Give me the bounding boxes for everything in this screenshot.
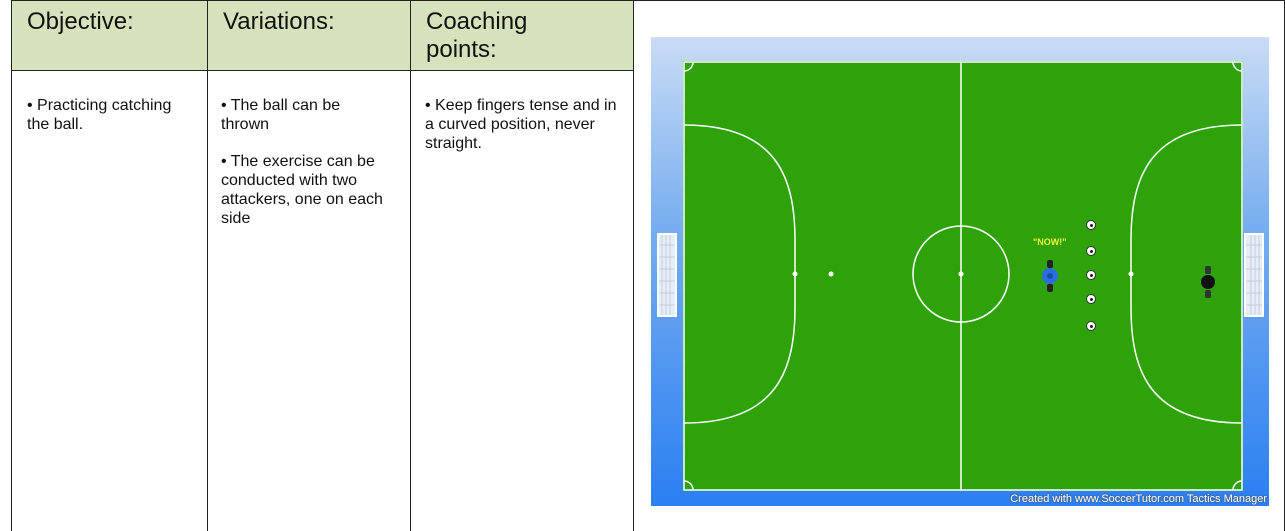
now-callout: "NOW!" (1033, 237, 1067, 247)
futsal-pitch (683, 61, 1243, 491)
objective-item: • Practicing catching the ball. (27, 96, 197, 134)
pitch-boundary (684, 62, 1242, 490)
left-goal (657, 233, 677, 317)
ball-icon (1086, 294, 1096, 304)
header-variations-cell: Variations: (207, 0, 410, 70)
corner-arc (1233, 481, 1242, 490)
right-penalty-area (1131, 125, 1242, 423)
coaching-item: • Keep fingers tense and in a curved pos… (425, 96, 621, 153)
corner-arc (684, 62, 693, 71)
ball-icon (1086, 220, 1096, 230)
tactics-diagram: "NOW!" Created with www.SoccerTutor.com … (651, 37, 1269, 506)
penalty-spot (1129, 272, 1134, 277)
second-penalty-spot (829, 272, 834, 277)
ball-icon (1086, 321, 1096, 331)
coaching-content: • Keep fingers tense and in a curved pos… (425, 96, 625, 171)
header-objective: Objective: (27, 8, 134, 36)
objective-content: • Practicing catching the ball. (27, 96, 197, 152)
penalty-spot (793, 272, 798, 277)
variation-item: • The exercise can be conducted with two… (221, 152, 396, 228)
header-objective-cell: Objective: (11, 0, 207, 70)
header-variations: Variations: (223, 8, 335, 36)
column-border (410, 0, 411, 531)
column-border (207, 0, 208, 531)
right-goal (1244, 233, 1264, 317)
header-coaching: Coaching points: (426, 8, 576, 64)
corner-arc (1233, 62, 1242, 71)
column-border (11, 0, 12, 531)
ball-icon (1086, 270, 1096, 280)
column-border (633, 0, 634, 531)
corner-arc (684, 481, 693, 490)
watermark-credit: Created with www.SoccerTutor.com Tactics… (1010, 493, 1267, 505)
variations-content: • The ball can be thrown • The exercise … (221, 96, 399, 246)
goalkeeper-player-icon (1199, 265, 1217, 299)
centre-spot (959, 272, 964, 277)
pitch-markings (683, 61, 1243, 491)
table-top-border (11, 0, 1285, 1)
attacker-player-icon (1040, 259, 1060, 293)
header-coaching-cell: Coaching points: (410, 0, 633, 70)
variation-item: • The ball can be thrown (221, 96, 386, 134)
ball-icon (1086, 246, 1096, 256)
left-penalty-area (684, 125, 795, 423)
header-bottom-border (11, 70, 633, 71)
